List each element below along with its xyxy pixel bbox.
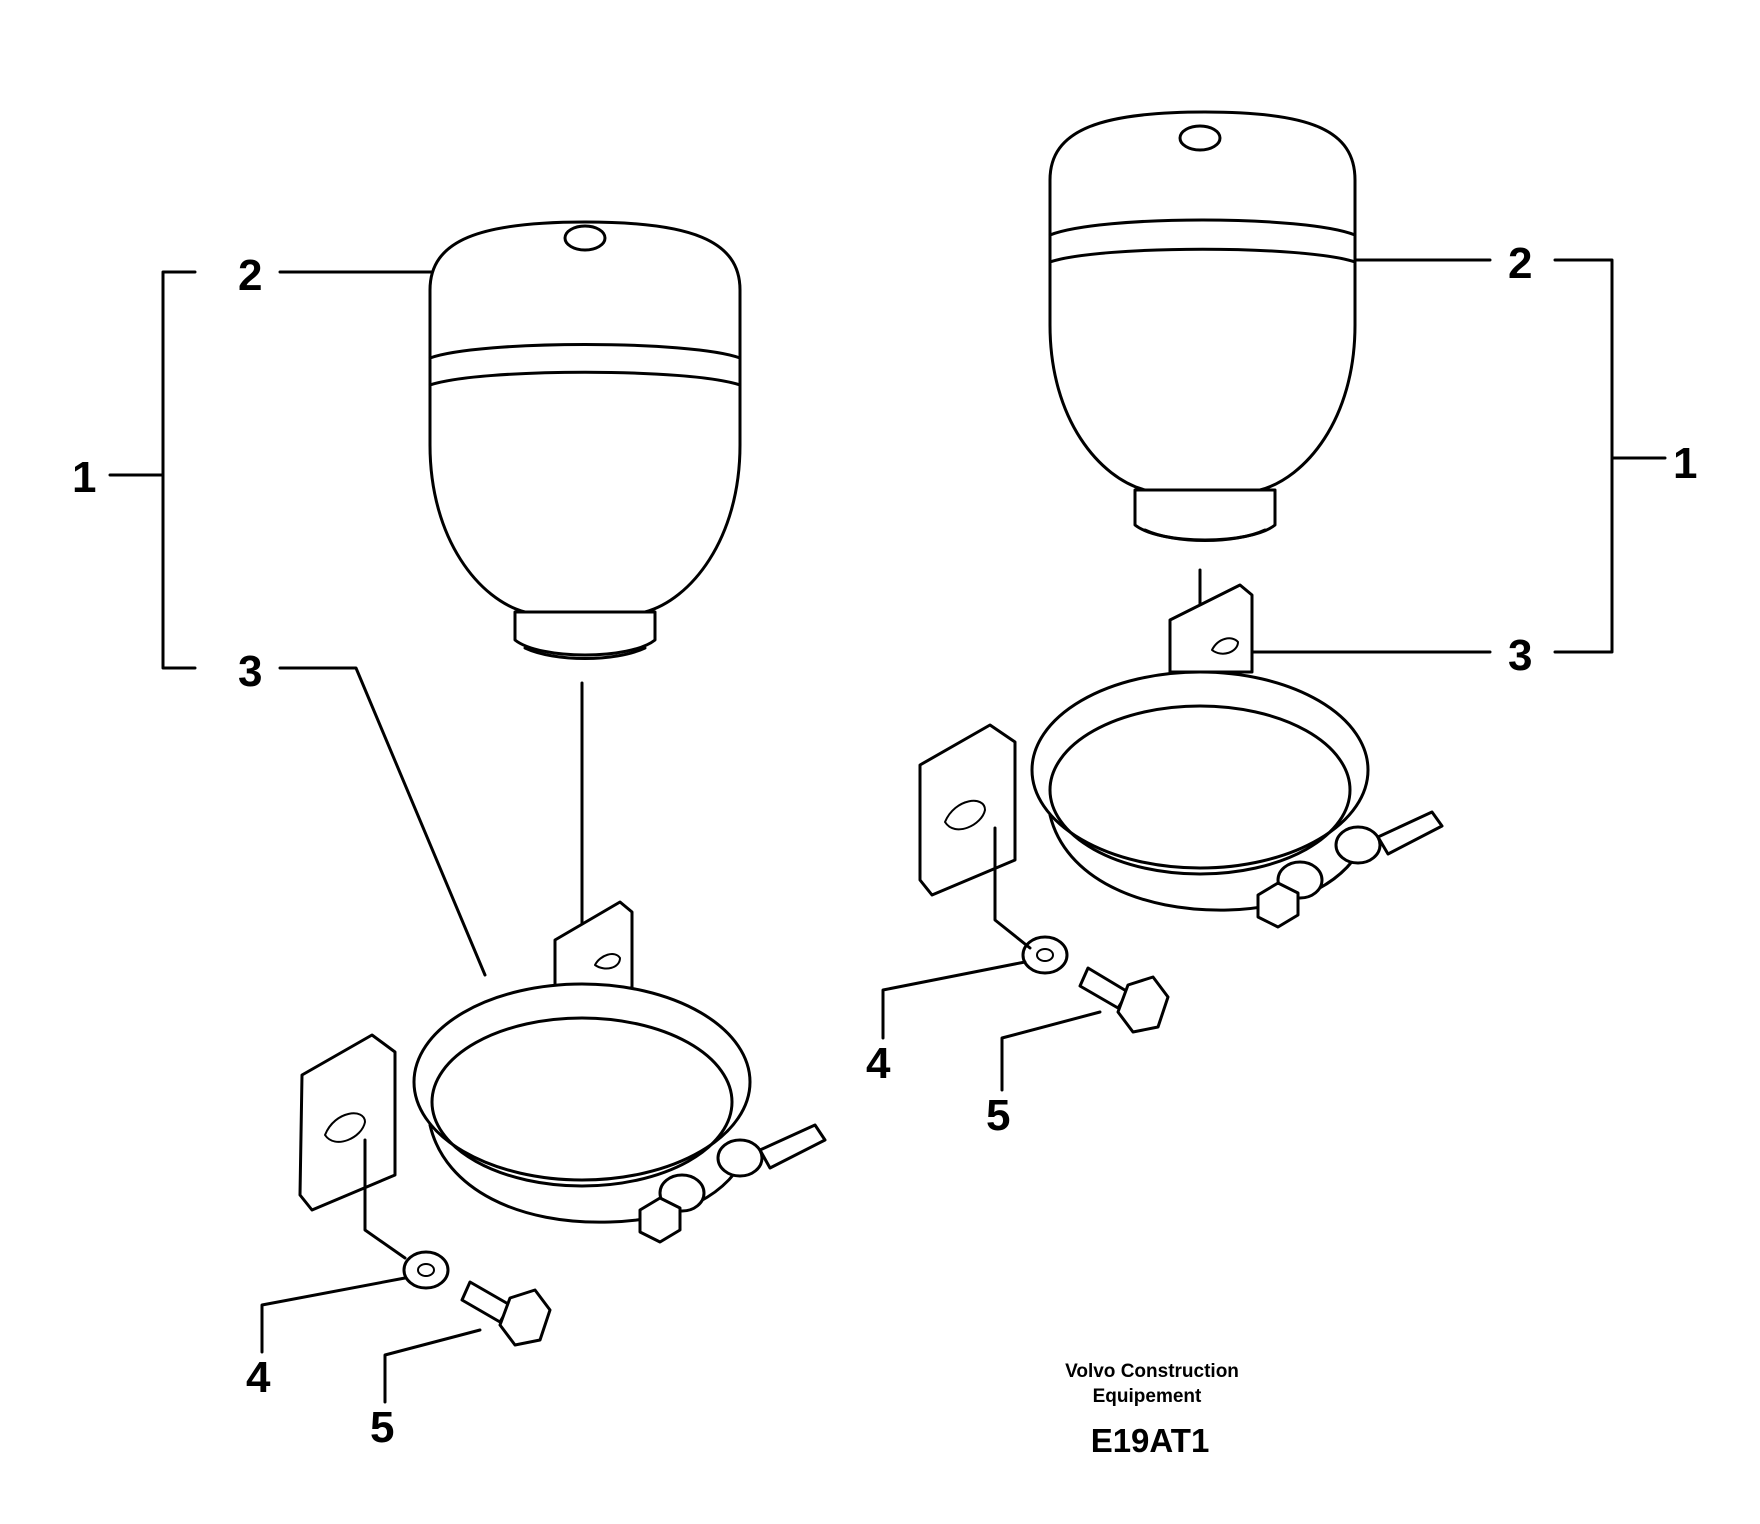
credit-line-1: Volvo Construction [1065,1361,1239,1382]
credit-line-2: Equipement [1093,1386,1202,1407]
drawing-code: E19AT1 [1091,1422,1210,1459]
right-callout-2: 2 [1508,239,1532,288]
left-callout-3: 3 [238,647,262,696]
right-callout-3: 3 [1508,631,1532,680]
left-clamp-bracket [298,900,827,1244]
drawing-credit: Volvo Construction Equipement E19AT1 [1065,1361,1239,1459]
right-callout-5: 5 [986,1091,1010,1140]
right-assembly: 1 2 3 4 5 [866,110,1697,1140]
left-accumulator [428,220,742,660]
right-callout-4: 4 [866,1039,891,1088]
right-accumulator [1048,110,1357,542]
right-leader-lines [881,258,1667,1092]
right-callout-1: 1 [1673,439,1697,488]
left-washer [402,1250,450,1290]
left-callout-1: 1 [72,453,96,502]
left-bolt [460,1280,552,1347]
left-assembly: 1 2 3 4 5 [72,220,827,1452]
right-clamp-bracket [918,583,1444,929]
left-callout-2: 2 [238,251,262,300]
left-callout-4: 4 [246,1353,271,1402]
right-bolt [1078,966,1170,1034]
left-leader-lines [108,270,487,1404]
right-washer [1021,935,1069,975]
left-callout-5: 5 [370,1403,394,1452]
